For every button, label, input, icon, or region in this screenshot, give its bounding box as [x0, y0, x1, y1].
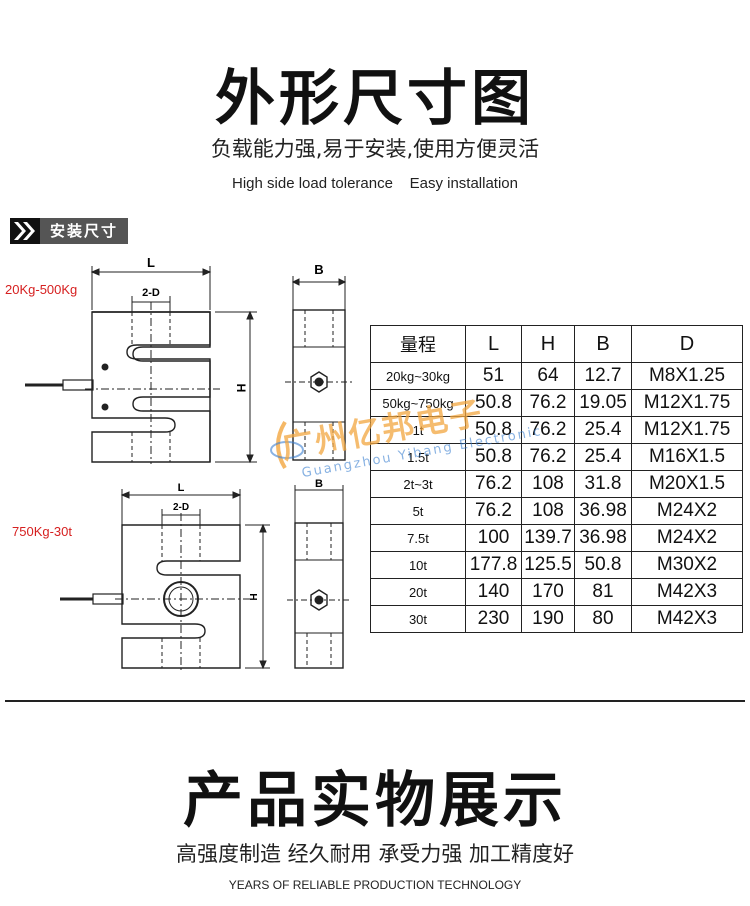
section-title-product: 产品实物展示 — [183, 766, 567, 836]
dim-B-label: B — [314, 262, 323, 277]
table-cell: 50.8 — [465, 443, 522, 471]
table-cell: 25.4 — [574, 416, 632, 444]
table-cell: 19.05 — [574, 389, 632, 417]
table-cell: 30t — [370, 605, 466, 633]
table-cell: M12X1.75 — [631, 416, 743, 444]
table-cell: 25.4 — [574, 443, 632, 471]
table-cell: 12.7 — [574, 362, 632, 390]
dim-H-label: H — [234, 384, 248, 393]
table-cell: 31.8 — [574, 470, 632, 498]
drawing-small-side: B — [285, 262, 353, 461]
table-cell: 50kg~750kg — [370, 389, 466, 417]
table-cell: 76.2 — [465, 497, 522, 525]
dim-B-label: B — [315, 478, 323, 490]
dim-H-label: H — [247, 593, 258, 600]
drawing-large-side: B — [287, 478, 349, 669]
table-cell: 2t~3t — [370, 470, 466, 498]
table-cell: 100 — [465, 524, 522, 552]
table-cell: 170 — [521, 578, 575, 606]
table-cell: M42X3 — [631, 605, 743, 633]
dim-2D-label: 2-D — [173, 502, 189, 513]
section-subtitle: 负载能力强,易于安装,使用方便灵活 — [210, 137, 540, 161]
table-cell: 10t — [370, 551, 466, 579]
table-cell: M8X1.25 — [631, 362, 743, 390]
table-cell: 80 — [574, 605, 632, 633]
table-cell: M42X3 — [631, 578, 743, 606]
table-cell: M24X2 — [631, 497, 743, 525]
table-cell: 76.2 — [465, 470, 522, 498]
table-cell: M24X2 — [631, 524, 743, 552]
table-cell: 1t — [370, 416, 466, 444]
table-cell: M12X1.75 — [631, 389, 743, 417]
table-header-cell: H — [521, 325, 575, 363]
table-cell: M20X1.5 — [631, 470, 743, 498]
watermark-logo-icon — [265, 420, 305, 474]
table-cell: 125.5 — [521, 551, 575, 579]
dim-2D-label: 2-D — [142, 287, 160, 299]
table-cell: 76.2 — [521, 443, 575, 471]
section-divider — [5, 700, 745, 702]
table-cell: 81 — [574, 578, 632, 606]
range-label-small: 20Kg-500Kg — [5, 282, 78, 297]
tag-label: 安装尺寸 — [40, 218, 129, 244]
table-cell: 139.7 — [521, 524, 575, 552]
table-header-cell: D — [631, 325, 743, 363]
table-cell: 108 — [521, 497, 575, 525]
table-cell: 76.2 — [521, 389, 575, 417]
table-cell: 108 — [521, 470, 575, 498]
section-title-dimensions: 外形尺寸图 — [215, 64, 535, 134]
table-cell: M30X2 — [631, 551, 743, 579]
drawing-large-front: L 2-D H — [60, 483, 270, 673]
table-cell: 5t — [370, 497, 466, 525]
drawing-small-front: L 2-D H — [25, 255, 257, 464]
install-dimensions-tag: 安装尺寸 — [10, 218, 129, 244]
range-label-large: 750Kg-30t — [12, 524, 72, 539]
dim-L-label: L — [178, 483, 185, 494]
section2-subtitle-en: YEARS OF RELIABLE PRODUCTION TECHNOLOGY — [228, 878, 522, 892]
table-cell: 20t — [370, 578, 466, 606]
table-header-cell: L — [465, 325, 522, 363]
table-cell: 1.5t — [370, 443, 466, 471]
table-header-cell: 量程 — [370, 325, 466, 363]
table-header-cell: B — [574, 325, 632, 363]
section2-subtitle: 高强度制造 经久耐用 承受力强 加工精度好 — [175, 842, 575, 866]
table-cell: 20kg~30kg — [370, 362, 466, 390]
table-cell: 51 — [465, 362, 522, 390]
table-cell: 177.8 — [465, 551, 522, 579]
table-cell: 7.5t — [370, 524, 466, 552]
section-subtitle-en: High side load tolerance Easy installati… — [232, 175, 518, 192]
table-cell: 50.8 — [574, 551, 632, 579]
table-cell: 190 — [521, 605, 575, 633]
table-cell: 36.98 — [574, 524, 632, 552]
table-cell: M16X1.5 — [631, 443, 743, 471]
double-chevron-icon — [10, 218, 40, 244]
dim-L-label: L — [147, 255, 155, 270]
table-cell: 36.98 — [574, 497, 632, 525]
table-cell: 64 — [521, 362, 575, 390]
table-cell: 230 — [465, 605, 522, 633]
table-cell: 140 — [465, 578, 522, 606]
